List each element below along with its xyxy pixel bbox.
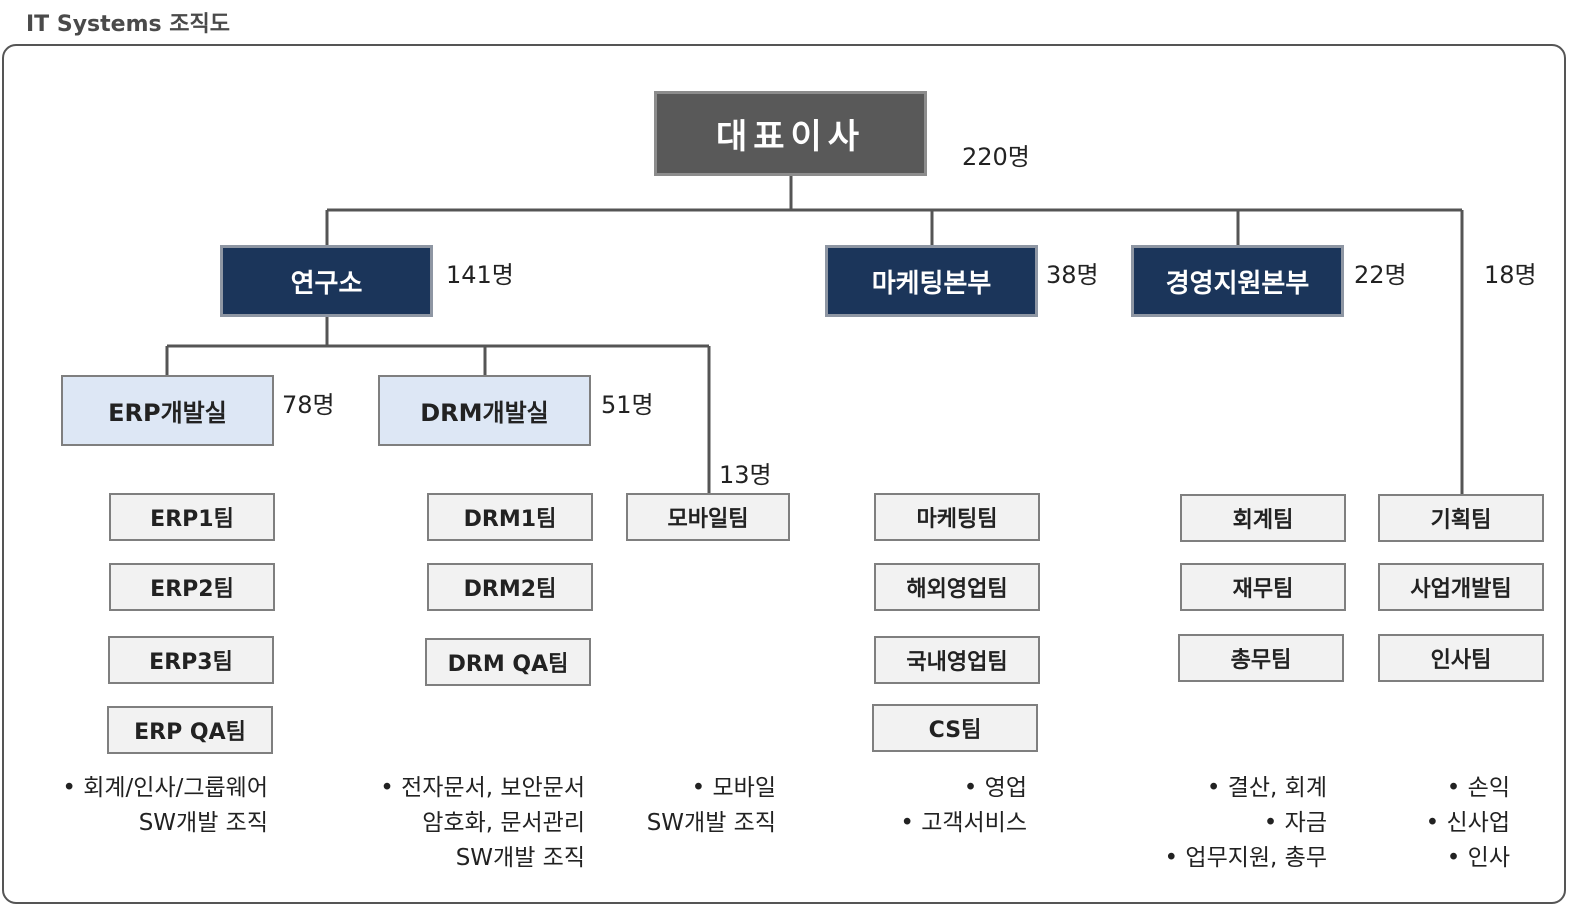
planning-description-line: • 인사 bbox=[1446, 845, 1510, 871]
management-description: • 결산, 회계 • 자금 • 업무지원, 총무 bbox=[1165, 771, 1327, 876]
drm-description-line: • 전자문서, 보안문서 bbox=[380, 775, 585, 801]
diagram-frame bbox=[2, 44, 1566, 904]
ceo-count: 220명 bbox=[962, 143, 1030, 171]
team-erp3: ERP3팀 bbox=[108, 636, 274, 684]
erp-lab-label: ERP개발실 bbox=[108, 399, 227, 427]
mobile-description: • 모바일 SW개발 조직 bbox=[647, 771, 776, 841]
management-division-box: 경영지원본부 bbox=[1131, 245, 1344, 317]
mobile-description-line: • 모바일 bbox=[691, 775, 776, 801]
management-division-count: 22명 bbox=[1354, 261, 1407, 289]
marketing-division-label: 마케팅본부 bbox=[871, 268, 992, 299]
team-erp2: ERP2팀 bbox=[109, 563, 275, 611]
marketing-description-line: • 고객서비스 bbox=[900, 810, 1027, 836]
mobile-count: 13명 bbox=[719, 461, 772, 489]
management-description-line: • 자금 bbox=[1263, 810, 1327, 836]
management-description-line: • 업무지원, 총무 bbox=[1164, 845, 1327, 871]
management-description-line: • 결산, 회계 bbox=[1206, 775, 1327, 801]
page-title: IT Systems 조직도 bbox=[26, 12, 230, 37]
team-accounting: 회계팀 bbox=[1180, 494, 1346, 542]
erp-lab-count: 78명 bbox=[282, 391, 335, 419]
team-planning: 기획팀 bbox=[1378, 494, 1544, 542]
team-finance: 재무팀 bbox=[1180, 563, 1346, 611]
research-division-count: 141명 bbox=[446, 261, 514, 289]
team-drm1: DRM1팀 bbox=[427, 493, 593, 541]
team-general-affairs: 총무팀 bbox=[1178, 634, 1344, 682]
drm-lab-label: DRM개발실 bbox=[420, 399, 549, 427]
drm-description-line: 암호화, 문서관리 bbox=[422, 810, 585, 836]
erp-lab-box: ERP개발실 bbox=[61, 375, 274, 446]
team-overseas-sales: 해외영업팀 bbox=[874, 563, 1040, 611]
erp-description: • 회계/인사/그룹웨어 SW개발 조직 bbox=[62, 771, 268, 841]
marketing-description: • 영업 • 고객서비스 bbox=[900, 771, 1027, 841]
marketing-description-line: • 영업 bbox=[963, 775, 1027, 801]
marketing-division-count: 38명 bbox=[1046, 261, 1099, 289]
team-domestic-sales: 국내영업팀 bbox=[874, 636, 1040, 684]
team-mobile: 모바일팀 bbox=[626, 493, 790, 541]
ceo-box: 대표이사 bbox=[654, 91, 927, 176]
drm-description-line: SW개발 조직 bbox=[455, 845, 585, 871]
planning-division-count: 18명 bbox=[1484, 261, 1537, 289]
team-erp1: ERP1팀 bbox=[109, 493, 275, 541]
mobile-description-line: SW개발 조직 bbox=[646, 810, 776, 836]
team-drm-qa: DRM QA팀 bbox=[425, 638, 591, 686]
team-marketing: 마케팅팀 bbox=[874, 493, 1040, 541]
erp-description-line: SW개발 조직 bbox=[138, 810, 268, 836]
research-division-box: 연구소 bbox=[220, 245, 433, 317]
drm-lab-count: 51명 bbox=[601, 391, 654, 419]
planning-description-line: • 손익 bbox=[1446, 775, 1510, 801]
ceo-label: 대표이사 bbox=[715, 117, 866, 157]
team-hr: 인사팀 bbox=[1378, 634, 1544, 682]
erp-description-line: • 회계/인사/그룹웨어 bbox=[62, 775, 268, 801]
team-cs: CS팀 bbox=[872, 704, 1038, 752]
drm-lab-box: DRM개발실 bbox=[378, 375, 591, 446]
team-drm2: DRM2팀 bbox=[427, 563, 593, 611]
planning-description: • 손익 • 신사업 • 인사 bbox=[1426, 771, 1510, 876]
planning-description-line: • 신사업 bbox=[1425, 810, 1510, 836]
management-division-label: 경영지원본부 bbox=[1165, 268, 1310, 299]
team-erp-qa: ERP QA팀 bbox=[107, 706, 273, 754]
research-division-label: 연구소 bbox=[290, 268, 363, 299]
marketing-division-box: 마케팅본부 bbox=[825, 245, 1038, 317]
drm-description: • 전자문서, 보안문서 암호화, 문서관리 SW개발 조직 bbox=[380, 771, 585, 876]
team-business-dev: 사업개발팀 bbox=[1378, 563, 1544, 611]
